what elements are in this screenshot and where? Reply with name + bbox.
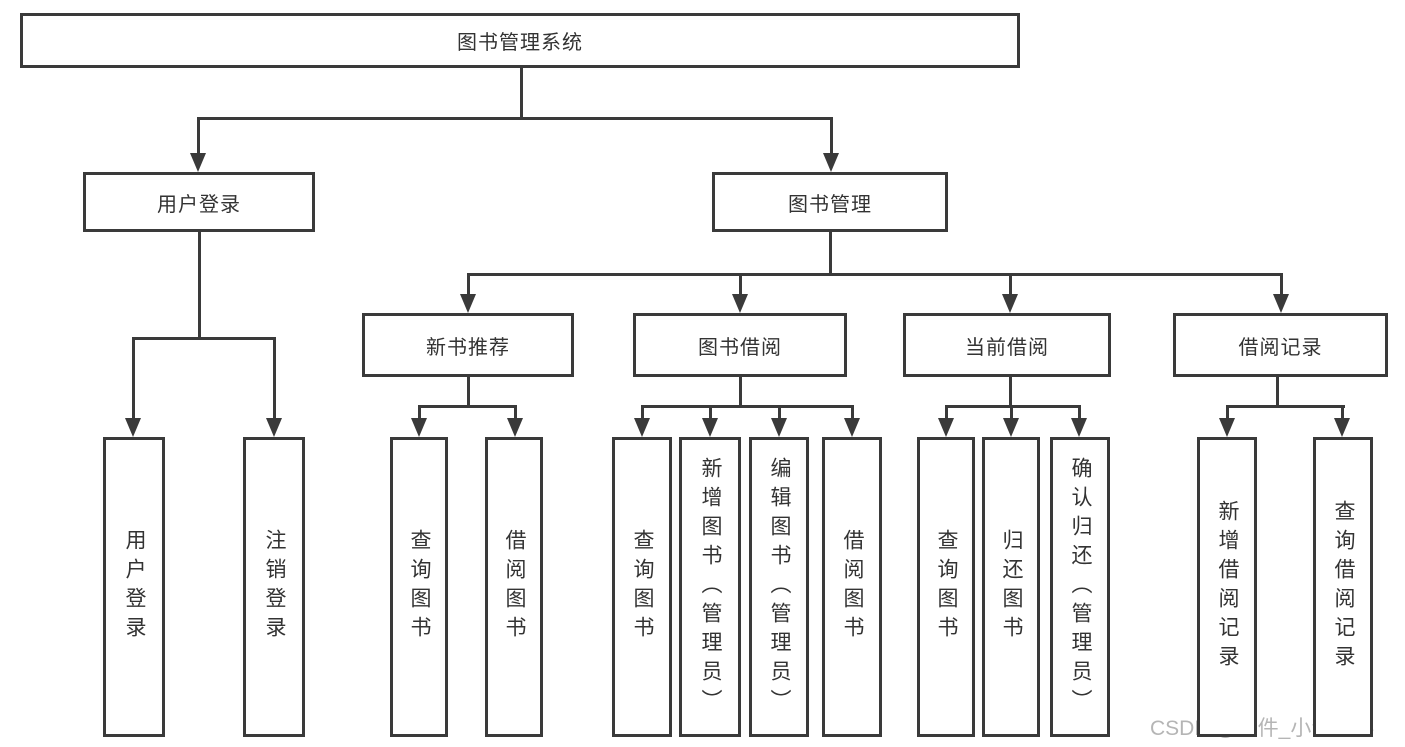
connector-line [520, 68, 523, 120]
connector-line [1341, 405, 1344, 420]
connector-line [467, 273, 470, 296]
connector-line [132, 337, 276, 340]
node-label: 查询借阅记录 [1332, 500, 1356, 674]
arrow-down-icon [411, 418, 427, 437]
arrow-down-icon [460, 294, 476, 313]
connector-line [1280, 273, 1283, 296]
connector-line [1078, 405, 1081, 420]
node-label: 图书借阅 [698, 336, 782, 359]
node-leaf-logout: 注销登录 [243, 437, 305, 737]
connector-line [641, 405, 854, 408]
node-label: 图书管理 [788, 193, 872, 216]
node-label: 注销登录 [263, 529, 287, 645]
connector-line [851, 405, 854, 420]
arrow-down-icon [507, 418, 523, 437]
node-label: 图书管理系统 [457, 32, 583, 54]
node-label: 归还图书 [1000, 529, 1024, 645]
connector-line [1009, 377, 1012, 408]
connector-line [273, 337, 276, 420]
connector-line [1009, 273, 1012, 296]
node-user-login: 用户登录 [83, 172, 315, 232]
node-leaf-borrow-books-recommend: 借阅图书 [485, 437, 543, 737]
node-leaf-query-borrow-record: 查询借阅记录 [1313, 437, 1373, 737]
node-label: 用户登录 [157, 193, 241, 216]
connector-line [778, 405, 781, 420]
node-label: 新书推荐 [426, 336, 510, 359]
connector-line [198, 232, 201, 338]
node-leaf-user-login: 用户登录 [103, 437, 165, 737]
node-label: 查询图书 [631, 529, 655, 645]
arrow-down-icon [1273, 294, 1289, 313]
node-book-management: 图书管理 [712, 172, 948, 232]
node-root: 图书管理系统 [20, 13, 1020, 68]
node-label: 查询图书 [408, 529, 432, 645]
connector-line [1276, 377, 1279, 408]
node-leaf-query-books-current: 查询图书 [917, 437, 975, 737]
arrow-down-icon [125, 418, 141, 437]
connector-line [132, 337, 135, 420]
node-current-borrowing: 当前借阅 [903, 313, 1111, 377]
node-leaf-add-borrow-record: 新增借阅记录 [1197, 437, 1257, 737]
node-borrowing-records: 借阅记录 [1173, 313, 1388, 377]
connector-line [945, 405, 1081, 408]
arrow-down-icon [634, 418, 650, 437]
node-label: 新增图书（管理员） [699, 456, 723, 718]
arrow-down-icon [844, 418, 860, 437]
arrow-down-icon [266, 418, 282, 437]
node-label: 用户登录 [123, 529, 147, 645]
arrow-down-icon [702, 418, 718, 437]
arrow-down-icon [1334, 418, 1350, 437]
connector-line [514, 405, 517, 420]
connector-line [641, 405, 644, 420]
arrow-down-icon [1071, 418, 1087, 437]
connector-line [1226, 405, 1345, 408]
arrow-down-icon [771, 418, 787, 437]
connector-line [945, 405, 948, 420]
connector-line [467, 377, 470, 408]
arrow-down-icon [823, 153, 839, 172]
connector-line [197, 117, 200, 157]
node-label: 编辑图书（管理员） [768, 456, 792, 718]
connector-line [739, 377, 742, 408]
connector-line [739, 273, 742, 296]
node-label: 借阅图书 [841, 529, 865, 645]
connector-line [1010, 405, 1013, 420]
node-leaf-query-books-recommend: 查询图书 [390, 437, 448, 737]
connector-line [709, 405, 712, 420]
node-leaf-edit-books-admin: 编辑图书（管理员） [749, 437, 809, 737]
arrow-down-icon [190, 153, 206, 172]
node-label: 借阅记录 [1238, 336, 1323, 359]
connector-line [1226, 405, 1229, 420]
node-label: 查询图书 [935, 529, 959, 645]
node-label: 当前借阅 [965, 336, 1049, 359]
connector-line [830, 117, 833, 157]
node-leaf-confirm-return-admin: 确认归还（管理员） [1050, 437, 1110, 737]
node-leaf-query-books-borrowing: 查询图书 [612, 437, 672, 737]
connector-line [197, 117, 833, 120]
node-leaf-return-books: 归还图书 [982, 437, 1040, 737]
node-leaf-borrow-books-borrowing: 借阅图书 [822, 437, 882, 737]
node-new-book-recommendation: 新书推荐 [362, 313, 574, 377]
arrow-down-icon [1002, 294, 1018, 313]
arrow-down-icon [1219, 418, 1235, 437]
connector-line [467, 273, 1283, 276]
node-label: 新增借阅记录 [1216, 500, 1240, 674]
node-label: 确认归还（管理员） [1069, 456, 1093, 718]
arrow-down-icon [1003, 418, 1019, 437]
node-leaf-add-books-admin: 新增图书（管理员） [679, 437, 741, 737]
arrow-down-icon [938, 418, 954, 437]
connector-line [418, 405, 421, 420]
connector-line [418, 405, 517, 408]
node-label: 借阅图书 [503, 529, 527, 645]
arrow-down-icon [732, 294, 748, 313]
node-book-borrowing: 图书借阅 [633, 313, 847, 377]
connector-line [829, 232, 832, 276]
